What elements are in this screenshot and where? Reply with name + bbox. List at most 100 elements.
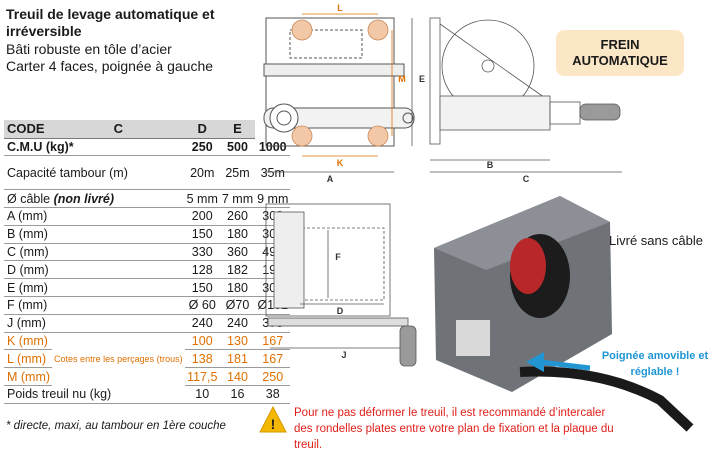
subtitle-line-2: Carter 4 faces, poignée à gauche	[6, 58, 214, 74]
cell: 38	[255, 385, 291, 404]
side-view-drum-hub	[481, 59, 495, 73]
front-view-frame	[265, 17, 395, 147]
table-row: Poids treuil nu (kg) 10 16 38	[4, 385, 291, 404]
row-label: L (mm)	[4, 349, 53, 369]
row-label: K (mm)	[4, 332, 53, 351]
product-subtitle: Bâti robuste en tôle d’acier Carter 4 fa…	[6, 41, 213, 75]
table-row: K (mm) Cotes entre les perçages (trous) …	[4, 332, 291, 364]
frein-badge-text: FREIN AUTOMATIQUE	[572, 37, 668, 68]
header-c: C	[52, 120, 185, 139]
cell: 25m	[219, 155, 256, 191]
row-label: E (mm)	[4, 278, 185, 298]
header-e: E	[219, 120, 256, 139]
cell: 150	[184, 278, 220, 298]
dim-label-m: M	[398, 74, 406, 84]
bottom-view-gear	[273, 211, 305, 309]
row-label: Ø câble (non livré)	[4, 189, 185, 209]
cell: 130	[219, 332, 256, 351]
table-row: A (mm) 200 260 300	[4, 207, 291, 226]
table-header: CODE C D E	[4, 120, 290, 139]
winch-photo	[434, 196, 694, 432]
cell: 250	[255, 367, 291, 387]
table-row: L (mm) 138 181 167	[4, 349, 291, 369]
cell: 9 mm	[255, 189, 291, 209]
cell: 140	[219, 367, 256, 387]
dim-label-k: K	[337, 158, 344, 168]
cell: 16	[219, 385, 256, 404]
cell: 138	[184, 349, 220, 369]
cell: 10	[184, 385, 220, 404]
cell: 20m	[184, 155, 220, 191]
bottom-view-drum	[291, 227, 385, 301]
side-view-gear-box	[439, 95, 551, 131]
cell: 240	[219, 314, 256, 333]
dim-label-e: E	[419, 74, 425, 84]
cell: Ø70	[219, 296, 256, 315]
mounting-holes	[291, 19, 389, 147]
cell: 7 mm	[219, 189, 256, 209]
cell: 128	[184, 260, 220, 280]
header-code: CODE	[4, 120, 53, 139]
table-row: D (mm) 128 182 198	[4, 260, 291, 280]
cell: 250	[184, 138, 220, 157]
row-label: F (mm)	[4, 296, 185, 315]
row-label: M (mm)	[4, 367, 53, 387]
table-row: C.M.U (kg)* 250 500 1000	[4, 138, 291, 157]
cotes-note: Cotes entre les perçages (trous)	[54, 354, 183, 365]
front-view-plate	[263, 63, 405, 77]
warning-text: Pour ne pas déformer le treuil, il est r…	[294, 407, 614, 451]
cell: 35m	[255, 155, 291, 191]
front-view-knob	[402, 112, 414, 124]
mounting-hole-4	[367, 125, 389, 147]
dim-label-b: B	[487, 160, 494, 170]
cell: 500	[219, 138, 256, 157]
side-view-handle-grip	[579, 103, 621, 121]
winch-label-plate	[456, 320, 490, 356]
cell: 180	[219, 278, 256, 298]
cell: 100	[184, 332, 220, 351]
row-label: A (mm)	[4, 207, 185, 226]
spec-table: CODE C D E C.M.U (kg)* 250 500 1000 Capa…	[4, 120, 291, 404]
warning-icon-mark: !	[271, 416, 276, 432]
winch-drum-red	[510, 238, 546, 294]
dim-label-c: C	[523, 174, 530, 184]
row-label: D (mm)	[4, 260, 185, 280]
table-row: F (mm) Ø 60 Ø70 Ø102	[4, 296, 291, 315]
front-view-hub	[269, 103, 299, 133]
table-row: Capacité tambour (m) 20m 25m 35m	[4, 155, 291, 191]
frein-badge: FREIN AUTOMATIQUE	[556, 30, 684, 76]
table-row: E (mm) 150 180 300	[4, 278, 291, 298]
cell: 167	[255, 349, 291, 369]
mounting-hole-2	[367, 19, 389, 41]
row-label: Poids treuil nu (kg)	[4, 385, 185, 404]
side-view-shaft	[549, 101, 581, 125]
side-view-cover	[439, 23, 549, 101]
front-view-handle-arm	[263, 107, 415, 129]
winch-housing-top	[434, 196, 610, 270]
mounting-hole-1	[291, 19, 313, 41]
cell: 240	[184, 314, 220, 333]
row-label: Capacité tambour (m)	[4, 155, 185, 191]
table-row: C (mm) 330 360 490	[4, 243, 291, 262]
cell: 182	[219, 260, 256, 280]
cell: 181	[219, 349, 256, 369]
cell: 200	[184, 207, 220, 226]
table-row: M (mm) 117,5 140 250	[4, 367, 291, 387]
livre-note: Livré sans câble	[609, 233, 703, 248]
cell: 180	[219, 225, 256, 244]
warning-icon	[259, 405, 287, 433]
front-view-hidden-box	[289, 29, 363, 59]
product-title: Treuil de levage automatique et irrévers…	[6, 6, 215, 39]
bottom-view-frame	[265, 203, 391, 317]
side-view-plate	[429, 17, 441, 145]
cell: 167	[255, 332, 291, 351]
dim-label-f: F	[335, 252, 341, 262]
subtitle-line-1: Bâti robuste en tôle d’acier	[6, 41, 172, 57]
label-text: Ø câble	[7, 191, 51, 206]
table-row: B (mm) 150 180 300	[4, 225, 291, 244]
row-label: C.M.U (kg)*	[4, 138, 185, 157]
cell: 117,5	[184, 367, 220, 387]
mounting-hole-3	[291, 125, 313, 147]
bottom-view-handle-grip	[399, 325, 417, 367]
dim-label-l: L	[337, 3, 343, 13]
